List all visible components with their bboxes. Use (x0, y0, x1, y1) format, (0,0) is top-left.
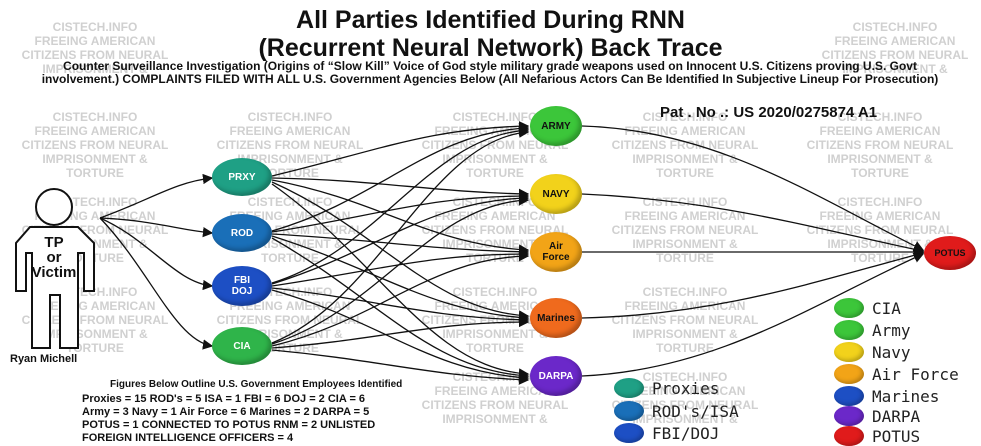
legend-swatch (834, 298, 864, 318)
legend-item-navy: Navy (834, 342, 911, 362)
subtitle: Counter Surveillance Investigation (Orig… (41, 59, 939, 86)
figures-line: POTUS = 1 CONNECTED TO POTUS RNM = 2 UNL… (82, 419, 376, 431)
legend-item-potus: POTUS (834, 426, 920, 446)
legend-swatch (834, 342, 864, 362)
legend-item-army: Army (834, 320, 911, 340)
legend-swatch (614, 401, 644, 421)
figures-heading: Figures Below Outline U.S. Government Em… (110, 379, 403, 390)
legend-swatch (834, 364, 864, 384)
figures-line: FOREIGN INTELLIGENCE OFFICERS = 4 (82, 432, 294, 444)
node-darpa: DARPA (530, 356, 582, 396)
legend-swatch (834, 386, 864, 406)
legend-item-rods-isa: ROD's/ISA (614, 401, 739, 421)
person-label-or: or (46, 249, 62, 266)
title-line-2: (Recurrent Neural Network) Back Trace (258, 34, 723, 62)
node-potus: POTUS (924, 236, 976, 270)
victim-name: Ryan Michell (10, 353, 78, 365)
person-icon (15, 188, 95, 349)
legend-item-cia: CIA (834, 298, 901, 318)
patent-number: Pat . No .: US 2020/0275874 A1 (660, 104, 878, 121)
figures-line: Proxies = 15 ROD's = 5 ISA = 1 FBI = 6 D… (82, 393, 366, 405)
victim-figure: TP or Victim (8, 183, 98, 363)
legend-item-fbi-doj: FBI/DOJ (614, 423, 719, 443)
node-fbi-doj: FBI DOJ (212, 266, 272, 306)
legend-item-air-force: Air Force (834, 364, 959, 384)
node-army: ARMY (530, 106, 582, 146)
node-cia: CIA (212, 327, 272, 365)
person-label-tp: TP (44, 234, 64, 251)
figures-line: Army = 3 Navy = 1 Air Force = 6 Marines … (82, 406, 370, 418)
node-air-force: Air Force (530, 232, 582, 272)
legend-swatch (614, 423, 644, 443)
legend-item-darpa: DARPA (834, 406, 920, 426)
legend-swatch (834, 320, 864, 340)
title-line-1: All Parties Identified During RNN (296, 6, 685, 34)
legend-swatch (834, 406, 864, 426)
legend-swatch (834, 426, 864, 446)
node-marines: Marines (530, 298, 582, 338)
person-label-victim: Victim (31, 264, 77, 281)
legend-swatch (614, 378, 644, 398)
node-navy: NAVY (530, 174, 582, 214)
node-rod: ROD (212, 214, 272, 252)
node-prxy: PRXY (212, 158, 272, 196)
legend-item-marines: Marines (834, 386, 939, 406)
legend-item-proxies: Proxies (614, 378, 719, 398)
